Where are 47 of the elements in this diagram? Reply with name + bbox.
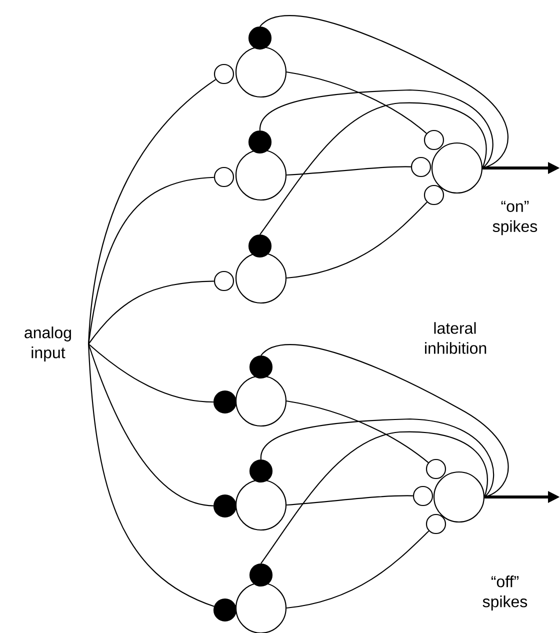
connection-line bbox=[260, 344, 509, 498]
excitatory-synapse bbox=[214, 270, 234, 292]
connection-line bbox=[286, 400, 429, 463]
neuron-circle bbox=[235, 149, 287, 201]
connection-line bbox=[88, 79, 216, 344]
connection-line bbox=[286, 530, 430, 609]
excitatory-synapse bbox=[412, 486, 434, 506]
excitatory-synapse bbox=[424, 184, 444, 206]
connection-line bbox=[88, 280, 214, 344]
inhibitory-synapse bbox=[249, 563, 273, 587]
connection-line bbox=[286, 202, 428, 279]
connection-line bbox=[286, 495, 413, 506]
inhibitory-synapse bbox=[248, 26, 272, 50]
connection-line bbox=[260, 102, 487, 235]
annotation: “on” spikes bbox=[492, 200, 538, 236]
excitatory-synapse bbox=[426, 514, 446, 534]
connection-line bbox=[88, 176, 214, 344]
inhibitory-synapse bbox=[248, 234, 272, 258]
annotation: “off” spikes bbox=[482, 576, 528, 610]
neuron-circle bbox=[433, 471, 485, 523]
inhibitory-synapse bbox=[249, 355, 273, 379]
excitatory-synapse bbox=[410, 156, 432, 178]
input-label: analog input bbox=[24, 326, 71, 362]
neuron-circle bbox=[235, 46, 287, 98]
connection-line bbox=[260, 431, 488, 564]
neuron-circle bbox=[235, 375, 287, 427]
inhibitory-synapse bbox=[248, 130, 272, 154]
neuron-circle bbox=[431, 142, 483, 194]
neuron-circle bbox=[235, 479, 287, 531]
connection-line bbox=[260, 418, 494, 498]
excitatory-synapse bbox=[426, 458, 446, 480]
annotation: lateral inhibition bbox=[425, 322, 486, 354]
inhibitory-synapse bbox=[213, 494, 237, 518]
excitatory-synapse bbox=[424, 130, 444, 150]
inhibitory-synapse bbox=[249, 459, 273, 483]
connection-line bbox=[88, 344, 214, 607]
connection-line bbox=[88, 344, 214, 506]
excitatory-synapse bbox=[214, 166, 234, 188]
connection-line bbox=[88, 344, 214, 403]
excitatory-synapse bbox=[214, 64, 234, 84]
inhibitory-synapse bbox=[213, 598, 237, 622]
connection-line bbox=[286, 166, 411, 176]
connection-line bbox=[260, 15, 508, 169]
connection-line bbox=[259, 89, 494, 168]
inhibitory-synapse bbox=[213, 390, 237, 414]
neuron-circle bbox=[235, 252, 287, 304]
connection-line bbox=[286, 71, 427, 134]
